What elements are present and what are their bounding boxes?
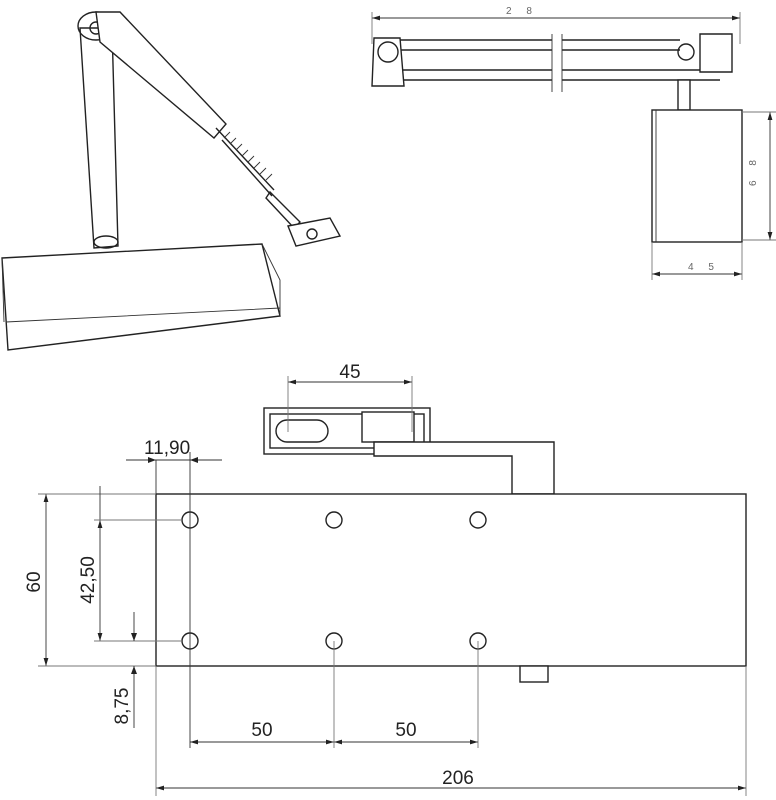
iso-threaded-rod (215, 127, 275, 197)
top-right-pivot-circle (677, 43, 695, 61)
front-view: 45 11,90 60 42,50 8,75 (24, 362, 747, 796)
dim-875-arrows (131, 633, 137, 674)
iso-thread (223, 131, 273, 181)
top-right-bracket (699, 33, 733, 73)
top-body (651, 109, 743, 243)
iso-vertical-arm (79, 27, 119, 249)
dim-50a-text: 50 (251, 720, 272, 741)
dim-206-text: 206 (442, 768, 474, 789)
mount-hole (469, 511, 487, 529)
closer-body (155, 493, 747, 667)
dim-45-text: 45 (339, 362, 360, 383)
top-arm-lower (376, 69, 720, 81)
top-left-pivot-circle (377, 41, 399, 63)
iso-bracket (287, 217, 342, 247)
top-arm-dim-text: 2 8 (506, 6, 538, 17)
top-body-height-text: 6 8 (748, 154, 759, 186)
dim-875-text: 8,75 (112, 688, 133, 725)
iso-body-front (1, 243, 281, 351)
iso-diagonal-arm (95, 11, 227, 139)
bracket-plate-inner (269, 413, 425, 449)
iso-spindle (93, 235, 119, 249)
mount-hole (325, 511, 343, 529)
top-view: 2 8 6 8 4 5 (371, 6, 776, 280)
valve-stub (519, 665, 549, 683)
front-arm (373, 441, 555, 495)
isometric-view (1, 11, 342, 351)
iso-bracket-screw (306, 228, 318, 240)
top-spindle (677, 79, 691, 111)
iso-body-edge (1, 243, 281, 323)
top-body-width-text: 4 5 (688, 262, 720, 273)
dim-50b-text: 50 (395, 720, 416, 741)
top-arm-break (551, 34, 563, 92)
bracket-slot (275, 419, 329, 443)
dim-4250-text: 42,50 (78, 556, 99, 604)
bracket-block (361, 411, 415, 443)
iso-rod-end (265, 190, 301, 230)
dim-1190-text: 11,90 (144, 438, 190, 459)
dim-60-text: 60 (24, 571, 45, 592)
top-arm-upper (380, 39, 680, 51)
